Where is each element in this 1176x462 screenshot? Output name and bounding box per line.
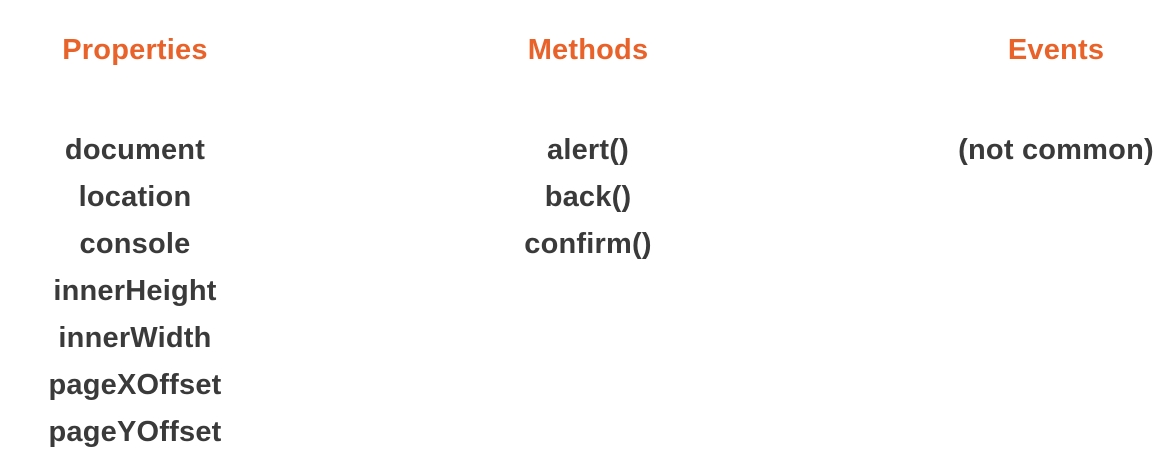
list-item: innerHeight xyxy=(53,275,217,307)
events-list: (not common) xyxy=(906,127,1176,174)
list-item: (not common) xyxy=(958,134,1154,166)
properties-heading: Properties xyxy=(62,34,208,66)
list-item: confirm() xyxy=(524,228,652,260)
list-item: innerWidth xyxy=(58,322,212,354)
list-item: back() xyxy=(544,181,632,213)
events-heading: Events xyxy=(1007,34,1105,66)
methods-list: alert() back() confirm() xyxy=(438,127,738,268)
list-item: pageXOffset xyxy=(48,369,222,401)
list-item: pageYOffset xyxy=(48,416,222,448)
properties-list: document location console innerHeight in… xyxy=(0,127,270,456)
methods-heading: Methods xyxy=(527,34,649,66)
list-item: alert() xyxy=(547,134,629,166)
list-item: console xyxy=(79,228,191,260)
list-item: location xyxy=(78,181,192,213)
list-item: document xyxy=(64,134,206,166)
